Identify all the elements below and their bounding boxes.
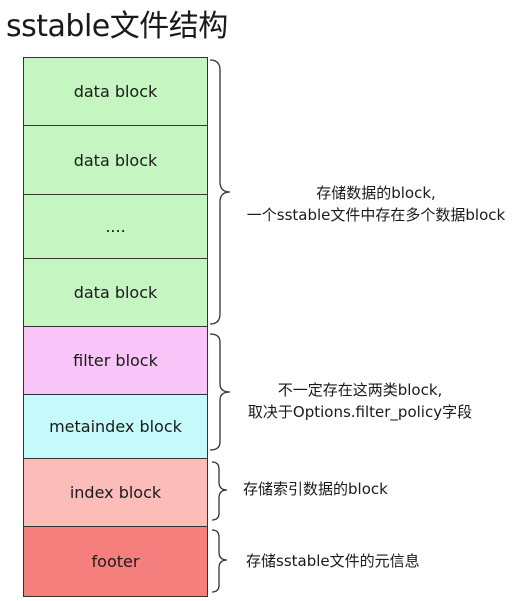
data-block-3: data block	[24, 259, 207, 327]
brace-data-blocks	[209, 59, 231, 325]
brace-index-block	[211, 461, 228, 521]
annotation-data-blocks-line1: 存储数据的block,	[316, 184, 436, 202]
annotation-data-blocks-line2: 一个sstable文件中存在多个数据block	[246, 206, 506, 224]
annotation-data-blocks: 存储数据的block, 一个sstable文件中存在多个数据block	[241, 182, 511, 226]
annotation-index-block: 存储索引数据的block	[243, 480, 388, 498]
data-block-ellipsis: ....	[24, 195, 207, 259]
brace-meta-blocks	[209, 333, 231, 451]
footer-block: footer	[24, 527, 207, 596]
annotation-footer: 存储sstable文件的元信息	[246, 552, 420, 570]
annotation-meta-blocks-line1: 不一定存在这两类block,	[277, 381, 443, 399]
metaindex-block: metaindex block	[24, 395, 207, 459]
annotation-meta-blocks: 不一定存在这两类block, 取决于Options.filter_policy字…	[240, 379, 480, 423]
data-block-1: data block	[24, 58, 207, 126]
annotation-meta-blocks-line2: 取决于Options.filter_policy字段	[247, 403, 473, 421]
data-block-2: data block	[24, 126, 207, 195]
filter-block: filter block	[24, 327, 207, 395]
sstable-block-stack: data block data block .... data block fi…	[23, 57, 208, 597]
index-block: index block	[24, 459, 207, 527]
page-title: sstable文件结构	[6, 9, 228, 44]
brace-footer	[211, 529, 228, 593]
